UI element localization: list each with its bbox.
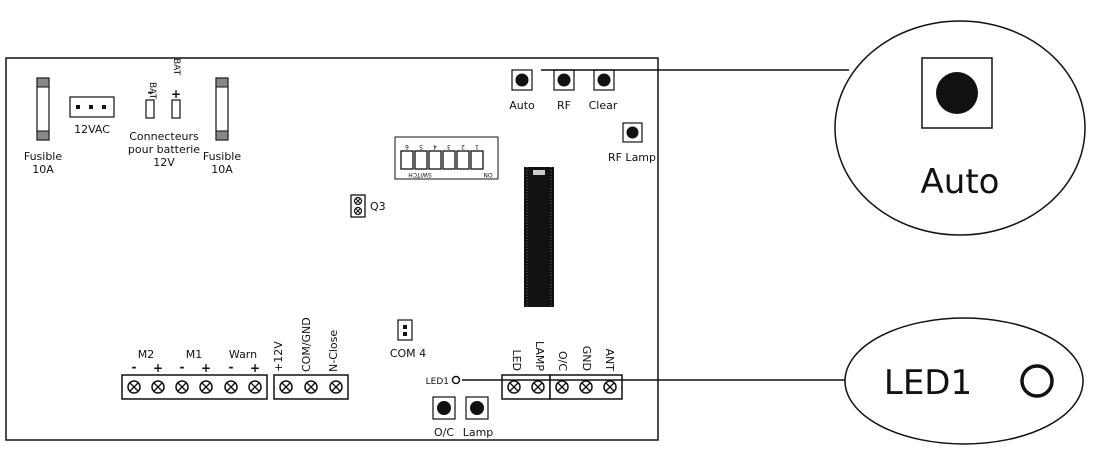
screw-terminal (603, 380, 617, 394)
terminal-label-led: LED (510, 349, 523, 371)
com4-connector (397, 319, 413, 341)
auto-callout-button-dot (936, 72, 978, 114)
terminal-label-ant: ANT (603, 349, 616, 372)
auto-callout-label: Auto (921, 162, 1000, 202)
dip-switch-toggle (414, 150, 428, 170)
dip-switch-number: 3 (447, 143, 451, 150)
screw-terminal (507, 380, 521, 394)
oc-button (432, 396, 456, 420)
fuse-left (36, 77, 50, 141)
led1-indicator (451, 375, 461, 385)
dip-switch-toggle (428, 150, 442, 170)
rf-button-label: RF (557, 99, 571, 112)
terminal-label-n-close: N-Close (327, 330, 340, 372)
screw-terminal (279, 380, 293, 394)
dip-switch-toggle (400, 150, 414, 170)
battery-caption-line1: Connecteurs (129, 130, 199, 143)
led1-callout-label: LED1 (884, 363, 972, 403)
clear-button (593, 69, 615, 91)
led1-callout-indicator (1020, 364, 1054, 398)
dip-switch-number: 6 (405, 143, 409, 150)
dip-switch-number: 1 (475, 143, 479, 150)
dip-switch-label: SWITCH (408, 171, 432, 178)
screw-terminal (199, 380, 213, 394)
terminal-symbol: + (153, 361, 163, 375)
terminal-group-label-warn: Warn (229, 348, 257, 361)
fuse-right-label-line1: Fusible (203, 150, 242, 163)
dip-switch-toggle (456, 150, 470, 170)
auto-button (511, 69, 533, 91)
terminal-label-com-gnd: COM/GND (300, 317, 313, 372)
screw-terminal (151, 380, 165, 394)
battery-caption-line3: 12V (153, 156, 175, 169)
screw-terminal (579, 380, 593, 394)
terminal-symbol: - (229, 360, 234, 374)
terminal-symbol: - (132, 360, 137, 374)
screw-terminal (175, 380, 189, 394)
terminal-block-left (121, 374, 268, 400)
terminal-group-label-m1: M1 (186, 348, 203, 361)
screw-terminal (127, 380, 141, 394)
lamp-button-label: Lamp (463, 426, 494, 439)
screw-terminal (329, 380, 343, 394)
terminal-label-lamp: LAMP (533, 341, 546, 371)
microcontroller-chip (524, 167, 554, 307)
ac-connector-label: 12VAC (74, 123, 110, 136)
battery-caption-line2: pour batterie (128, 143, 200, 156)
battery-pos-label: BAT (171, 58, 181, 76)
terminal-symbol: + (201, 361, 211, 375)
terminal-label-12v: +12V (272, 341, 285, 372)
screw-terminal (224, 380, 238, 394)
dip-switch-number: 4 (433, 143, 437, 150)
battery-neg-label: BAT (147, 82, 157, 100)
screw-terminal (531, 380, 545, 394)
terminal-block-right (501, 374, 623, 400)
led1-callout (844, 317, 1084, 445)
fuse-left-label-line1: Fusible (24, 150, 63, 163)
fuse-right-label-line2: 10A (211, 163, 233, 176)
terminal-symbol: + (250, 361, 260, 375)
screw-terminal (304, 380, 318, 394)
ac-connector (69, 96, 115, 118)
terminal-label-oc: O/C (556, 351, 569, 371)
battery-neg-connector (145, 99, 155, 119)
fuse-left-cap-bottom (36, 130, 50, 141)
dip-switch-toggle (470, 150, 484, 170)
q3-component (350, 194, 366, 218)
terminal-block-power (273, 374, 349, 400)
terminal-symbol: - (180, 360, 185, 374)
clear-button-label: Clear (589, 99, 618, 112)
rf-lamp-indicator (622, 122, 643, 143)
com4-label: COM 4 (390, 347, 426, 360)
dip-switch-toggle (442, 150, 456, 170)
auto-callout (834, 20, 1086, 236)
terminal-label-gnd: GND (580, 346, 593, 371)
terminal-group-label-m2: M2 (138, 348, 155, 361)
fuse-left-label-line2: 10A (32, 163, 54, 176)
dip-switch-number: 5 (419, 143, 423, 150)
q3-label: Q3 (370, 200, 386, 213)
fuse-right-cap-top (215, 77, 229, 88)
oc-button-label: O/C (434, 426, 454, 439)
led1-label: LED1 (426, 377, 449, 387)
battery-pos-connector (171, 99, 181, 119)
screw-terminal (555, 380, 569, 394)
battery-pos-symbol: + (171, 87, 181, 101)
lamp-button (465, 396, 489, 420)
fuse-right (215, 77, 229, 141)
dip-switch-on-label: ON (483, 171, 492, 178)
dip-switch-number: 2 (461, 143, 465, 150)
fuse-left-cap-top (36, 77, 50, 88)
rf-button (553, 69, 575, 91)
rf-lamp-label: RF Lamp (608, 151, 656, 164)
auto-button-label: Auto (509, 99, 535, 112)
dip-switch (394, 136, 499, 180)
battery-neg-symbol: - (148, 85, 153, 99)
fuse-right-cap-bottom (215, 130, 229, 141)
screw-terminal (248, 380, 262, 394)
